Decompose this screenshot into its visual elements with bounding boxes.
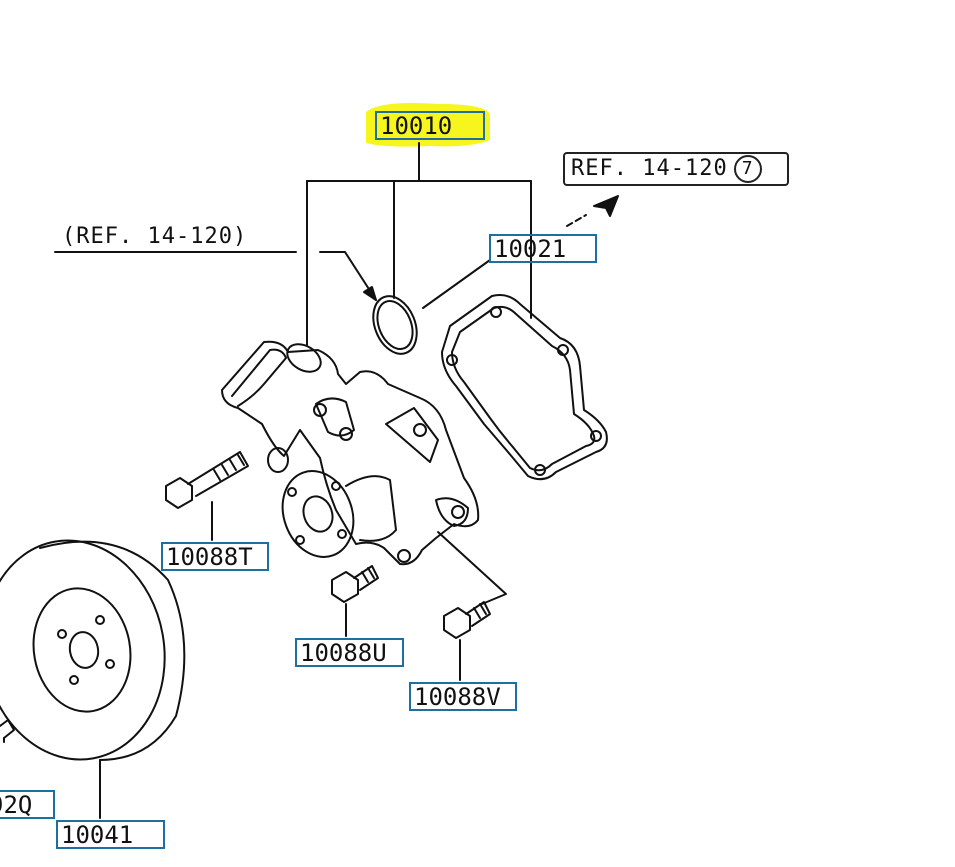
bolt-10088T (165, 451, 249, 541)
ref-box-text: REF. 14-120 (571, 156, 728, 181)
ref-circle-number: 7 (733, 155, 762, 183)
highlight-marker (366, 103, 490, 147)
bolt-10088U (331, 565, 379, 637)
part-label-10088T[interactable]: 10088T (161, 542, 269, 571)
ref-left-leader (54, 251, 377, 301)
pulley (0, 539, 186, 819)
bolt-10088V (443, 601, 491, 681)
part-label-10088V[interactable]: 10088V (409, 682, 517, 711)
part-label-10041[interactable]: 10041 (56, 820, 165, 849)
part-label-10021[interactable]: 10021 (489, 234, 597, 263)
part-label-92Q[interactable]: 92Q (0, 790, 55, 819)
part-label-10088U[interactable]: 10088U (295, 638, 404, 667)
water-pump (221, 340, 480, 566)
leader-10021 (422, 259, 491, 309)
bolt-92Q (0, 719, 15, 743)
ref-arrow (566, 195, 619, 227)
leader-lines-10010 (306, 142, 532, 346)
gasket (441, 294, 608, 481)
part-label-10010[interactable]: 10010 (375, 111, 485, 140)
ref-label-left[interactable]: (REF. 14-120) (62, 224, 248, 249)
o-ring (372, 295, 418, 355)
leader-10088V-pump (437, 531, 507, 605)
